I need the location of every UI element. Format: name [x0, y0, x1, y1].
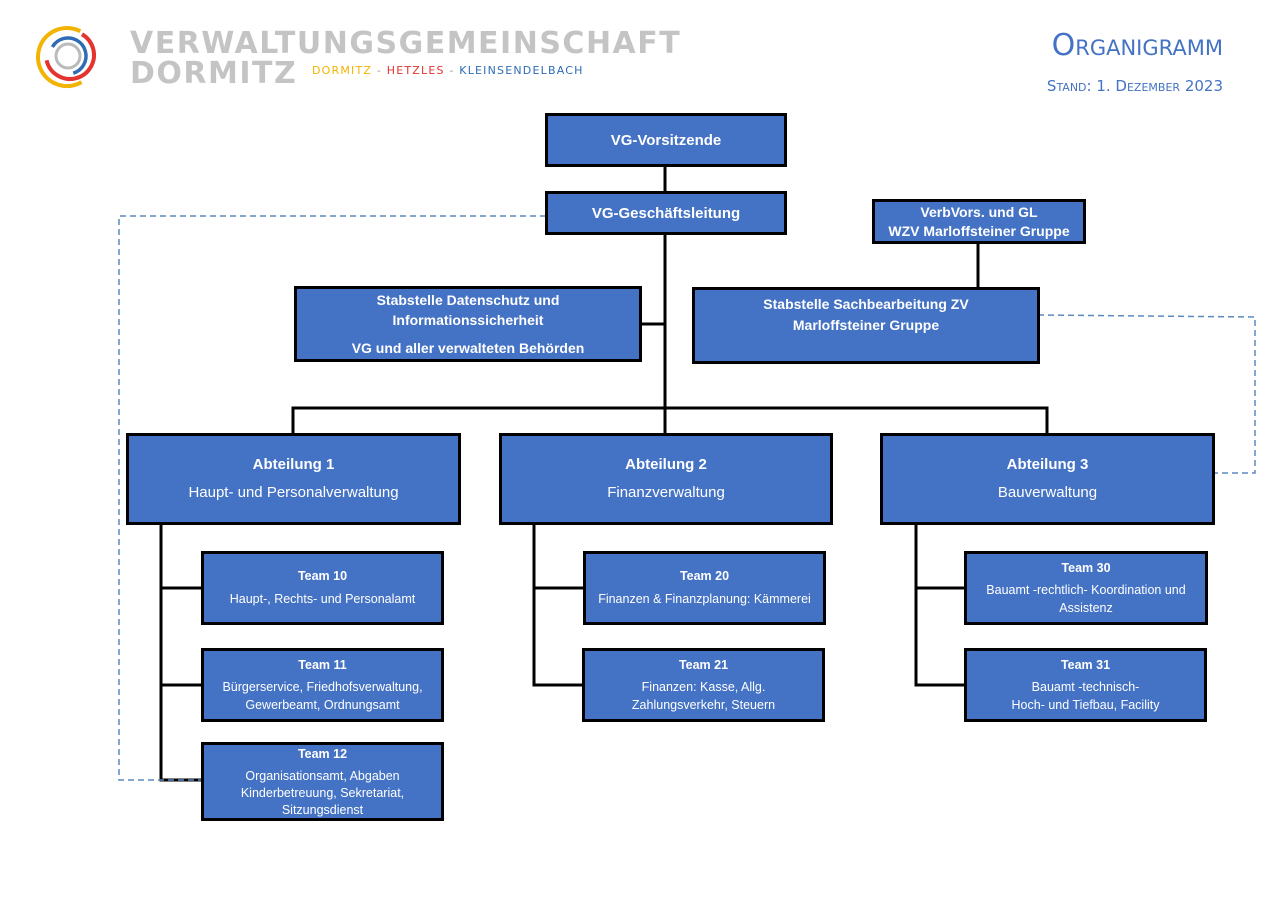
team31-box: Team 31 Bauamt -technisch- Hoch- und Tie… — [964, 648, 1207, 722]
member-municipalities: DORMITZ - HETZLES - KLEINSENDELBACH — [312, 64, 584, 77]
team20-box: Team 20 Finanzen & Finanzplanung: Kämmer… — [583, 551, 826, 625]
dept2-name: Abteilung 2 — [625, 456, 707, 473]
dept2-box: Abteilung 2 Finanzverwaltung — [499, 433, 833, 525]
staff-privacy-line3: VG und aller verwalteten Behörden — [351, 340, 585, 356]
team12-name: Team 12 — [297, 747, 348, 761]
staff-zv-line1: Stabstelle Sachbearbeitung ZV — [763, 296, 969, 312]
wzv-head-box: VerbVors. und GL WZV Marloffsteiner Grup… — [872, 199, 1086, 244]
wzv-head-line2: WZV Marloffsteiner Gruppe — [888, 222, 1070, 239]
team11-line1: Bürgerservice, Friedhofsverwaltung, — [222, 680, 423, 694]
team11-box: Team 11 Bürgerservice, Friedhofsverwaltu… — [201, 648, 444, 722]
team10-line1: Haupt-, Rechts- und Personalamt — [229, 592, 416, 606]
team12-box: Team 12 Organisationsamt, Abgaben Kinder… — [201, 742, 444, 821]
logo-name-line2: DORMITZ — [130, 56, 298, 91]
document-date: Stand: 1. Dezember 2023 — [1046, 77, 1223, 95]
dashed-link-staff-zv-dept3 — [1037, 314, 1256, 474]
vg-chair-box: VG-Vorsitzende — [545, 113, 787, 167]
team21-line1: Finanzen: Kasse, Allg. — [641, 680, 766, 694]
team21-line2: Zahlungsverkehr, Steuern — [631, 698, 776, 712]
member-kleinsendelbach: KLEINSENDELBACH — [459, 64, 584, 77]
page-title: Organigramm — [1051, 28, 1223, 63]
team10-name: Team 10 — [297, 569, 348, 583]
staff-privacy-box: Stabstelle Datenschutz und Informationss… — [294, 286, 642, 362]
team30-line2: Assistenz — [1059, 601, 1113, 615]
staff-privacy-line1: Stabstelle Datenschutz und — [376, 292, 560, 308]
staff-privacy-line2: Informationssicherheit — [392, 312, 544, 328]
member-separator: - — [376, 64, 383, 77]
logo-name-line1: VERWALTUNGSGEMEINSCHAFT — [130, 26, 682, 61]
team31-line2: Hoch- und Tiefbau, Facility — [1011, 698, 1160, 712]
team10-box: Team 10 Haupt-, Rechts- und Personalamt — [201, 551, 444, 625]
dept1-name: Abteilung 1 — [252, 456, 335, 473]
dept2-desc: Finanzverwaltung — [607, 484, 725, 501]
dept1-box: Abteilung 1 Haupt- und Personalverwaltun… — [126, 433, 461, 525]
dept1-desc: Haupt- und Personalverwaltung — [188, 484, 399, 501]
team21-box: Team 21 Finanzen: Kasse, Allg. Zahlungsv… — [582, 648, 825, 722]
team21-name: Team 21 — [678, 658, 729, 672]
team20-name: Team 20 — [679, 569, 730, 583]
member-hetzles: HETZLES — [386, 64, 445, 77]
vg-management-label: VG-Geschäftsleitung — [591, 204, 741, 222]
team12-line3: Sitzungsdienst — [281, 803, 364, 817]
member-separator: - — [449, 64, 455, 77]
dept3-box: Abteilung 3 Bauverwaltung — [880, 433, 1215, 525]
team30-line1: Bauamt -rechtlich- Koordination und — [986, 583, 1186, 597]
team12-line1: Organisationsamt, Abgaben — [245, 769, 400, 783]
team12-line2: Kinderbetreuung, Sekretariat, — [240, 786, 405, 800]
wzv-head-line1: VerbVors. und GL — [920, 203, 1038, 220]
dashed-link-management-team12 — [118, 215, 546, 781]
dept3-desc: Bauverwaltung — [997, 484, 1098, 501]
team31-line1: Bauamt -technisch- — [1031, 680, 1140, 694]
member-dormitz: DORMITZ — [312, 64, 373, 77]
team20-line1: Finanzen & Finanzplanung: Kämmerei — [598, 592, 811, 606]
team11-name: Team 11 — [298, 658, 347, 672]
team30-name: Team 30 — [1061, 561, 1111, 575]
logo-icon — [36, 26, 98, 88]
staff-zv-line2: Marloffsteiner Gruppe — [792, 317, 940, 333]
team31-name: Team 31 — [1060, 658, 1111, 672]
staff-zv-box: Stabstelle Sachbearbeitung ZV Marloffste… — [692, 287, 1040, 364]
dept3-name: Abteilung 3 — [1006, 456, 1089, 473]
team30-box: Team 30 Bauamt -rechtlich- Koordination … — [964, 551, 1208, 625]
vg-management-box: VG-Geschäftsleitung — [545, 191, 787, 235]
team11-line2: Gewerbeamt, Ordnungsamt — [245, 698, 400, 712]
vg-chair-label: VG-Vorsitzende — [610, 131, 722, 149]
